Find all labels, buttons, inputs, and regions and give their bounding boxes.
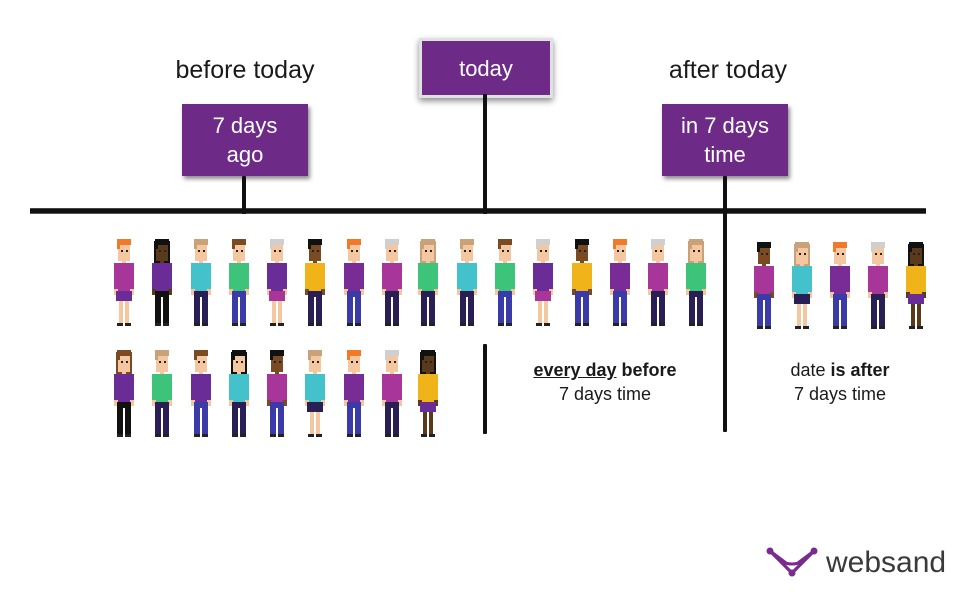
websand-logo-text: websand	[826, 546, 947, 579]
timeline-axis	[30, 209, 926, 213]
caption-every-day-before: every day before 7 days time	[505, 358, 705, 406]
caption-date: date	[790, 360, 826, 380]
person-figure	[152, 350, 172, 437]
person-figure	[830, 242, 850, 329]
person-figure	[686, 239, 706, 326]
person-figure	[344, 350, 364, 437]
before-today-title: before today	[175, 56, 315, 84]
in-seven-days-line1: in 7 days	[680, 113, 770, 138]
seven-days-ago-line2: ago	[226, 142, 264, 167]
person-figure	[305, 239, 325, 326]
person-figure	[868, 242, 888, 329]
person-figure	[114, 239, 134, 326]
today-box: today	[419, 38, 553, 98]
caption-before: before	[621, 360, 677, 380]
person-figure	[418, 239, 438, 326]
person-figure	[191, 239, 211, 326]
today-box-label: today	[459, 55, 513, 81]
websand-logo: websand	[766, 545, 946, 581]
after-today-title: after today	[668, 56, 788, 84]
person-figure	[418, 350, 438, 437]
caption-every-day: every day	[533, 360, 617, 380]
seven-days-ago-line1: 7 days	[212, 113, 278, 138]
person-figure	[382, 239, 402, 326]
caption-middle-line2: 7 days time	[558, 384, 652, 404]
websand-logo-icon	[766, 547, 818, 577]
person-figure	[267, 350, 287, 437]
person-figure	[533, 239, 553, 326]
in-seven-days-divider	[723, 176, 727, 432]
person-figure	[648, 239, 668, 326]
person-figure	[229, 239, 249, 326]
caption-date-is-after: date is after 7 days time	[740, 358, 940, 406]
today-marker	[483, 94, 487, 214]
seven-days-ago-box: 7 days ago	[182, 104, 308, 176]
person-figure	[114, 350, 134, 437]
person-figure	[382, 350, 402, 437]
person-figure	[267, 239, 287, 326]
person-figure	[572, 239, 592, 326]
person-figure	[191, 350, 211, 437]
in-seven-days-box: in 7 days time	[662, 104, 788, 176]
caption-right-line2: 7 days time	[793, 384, 887, 404]
person-figure	[754, 242, 774, 329]
person-figure	[495, 239, 515, 326]
person-figure	[229, 350, 249, 437]
person-figure	[792, 242, 812, 329]
person-figure	[305, 350, 325, 437]
person-figure	[906, 242, 926, 329]
seven-days-ago-marker	[242, 176, 246, 214]
in-seven-days-line2: time	[704, 142, 746, 167]
caption-is-after: is after	[830, 360, 890, 380]
person-figure	[152, 239, 172, 326]
today-divider-lower	[483, 344, 487, 434]
person-figure	[344, 239, 364, 326]
person-figure	[610, 239, 630, 326]
person-figure	[457, 239, 477, 326]
